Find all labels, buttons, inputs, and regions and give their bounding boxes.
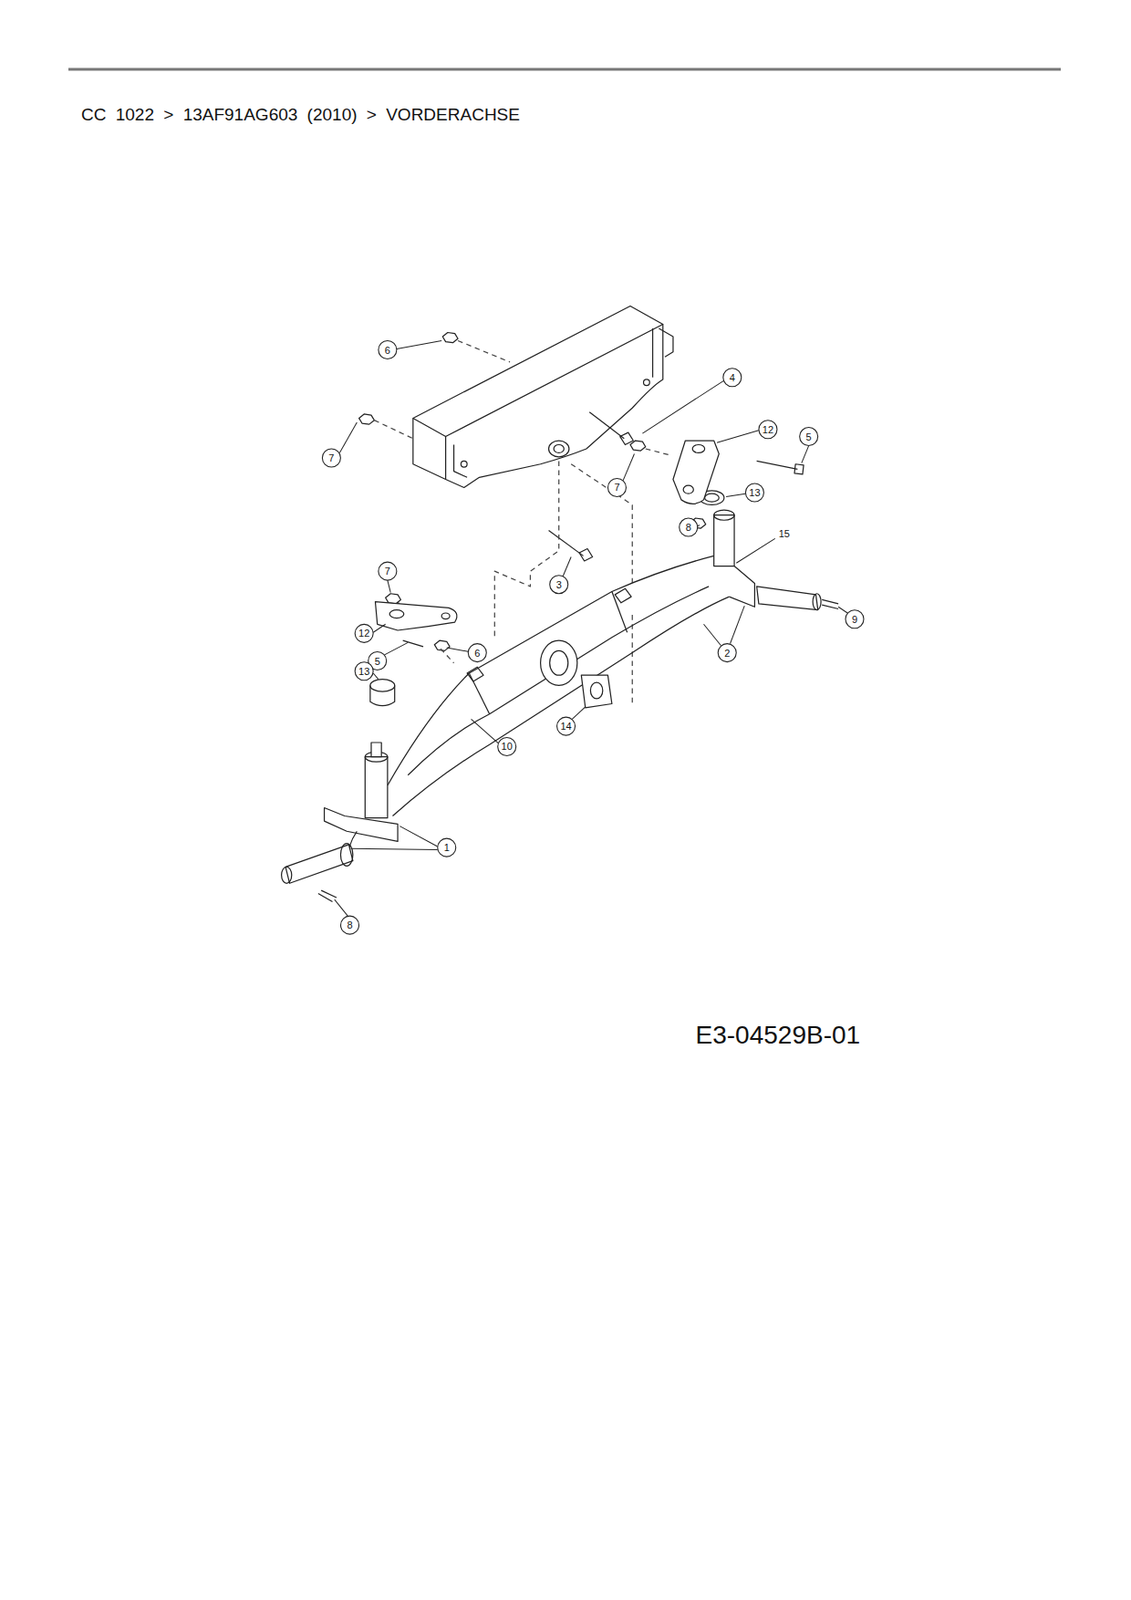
callout-number: 12 [762,424,774,435]
callout-number: 4 [729,372,736,383]
callout-circle [498,736,517,756]
callout-number: 1 [444,842,450,853]
callout-number: 13 [358,665,370,676]
callout-circle [557,716,576,736]
callout-circle [378,341,397,360]
callout-circles [321,341,864,935]
callout-circle [378,561,397,581]
callout-circle [437,838,457,857]
callout-number: 3 [556,579,562,590]
callout-number: 12 [358,628,370,639]
callout-circle [607,477,626,497]
callout-number: 8 [346,920,353,931]
callout-number: 9 [851,613,858,624]
callout-number: 5 [806,431,812,442]
callout-number: 6 [474,647,480,658]
callout-number: 15 [778,528,790,539]
callout-circle [723,368,742,387]
callout-circle [341,915,360,934]
callout-circle [758,420,778,439]
callout-circle [354,623,374,643]
drawing-code: E3-04529B-01 [695,1022,862,1048]
breadcrumb-title: CC 1022 > 13AF91AG603 (2010) > VORDERACH… [81,105,520,124]
callout-circle [321,448,341,467]
callout-number: 10 [501,741,513,752]
callout-number: 14 [560,721,571,732]
callout-number: 6 [384,344,391,355]
callout-circle [354,662,374,681]
callout-circle [467,643,487,663]
callout-circle [845,610,864,629]
callout-number: 7 [384,566,391,577]
front-axle-drawing [281,305,849,916]
callout-circle [799,427,819,447]
callout-number: 2 [724,647,730,658]
callout-circle [745,483,764,502]
callout-circle [717,643,737,663]
callout-number: 7 [613,482,620,493]
callout-number: 13 [748,487,760,499]
callout-circle [549,575,569,594]
callout-number: 8 [685,522,692,533]
callout-circle [679,518,698,537]
callout-number: 5 [374,655,381,666]
callout-number: 7 [328,453,334,464]
header-rule [68,68,1061,72]
